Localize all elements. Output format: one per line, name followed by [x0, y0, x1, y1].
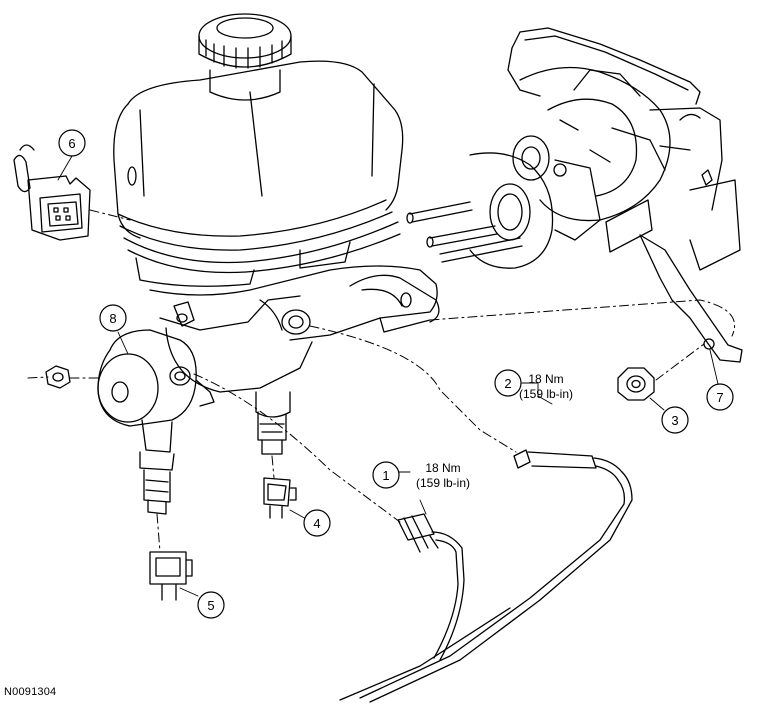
fluid-reservoir: [113, 60, 404, 287]
svg-text:(159 lb-in): (159 lb-in): [416, 476, 470, 490]
electrical-connector-6: [13, 144, 91, 241]
svg-text:1: 1: [382, 468, 389, 483]
brake-tube-2: [339, 449, 633, 703]
svg-text:18 Nm: 18 Nm: [528, 372, 563, 386]
pressure-switch: [139, 419, 175, 515]
svg-text:4: 4: [313, 516, 320, 531]
svg-text:7: 7: [716, 390, 723, 405]
svg-text:2: 2: [504, 376, 511, 391]
electrical-connector-4: [263, 477, 297, 519]
callout-6: 6: [58, 129, 86, 157]
svg-text:5: 5: [207, 598, 214, 613]
callout-7: 7: [706, 383, 734, 411]
svg-text:6: 6: [68, 136, 75, 151]
figure-id: N0091304: [4, 686, 57, 698]
reservoir-cap: [198, 13, 292, 101]
callout-circles: 6 8 2 1 3 7 4 5: [58, 129, 734, 619]
callout-3: 3: [661, 406, 689, 434]
callout-leader-lines: [57, 155, 719, 597]
torque-spec-1: 18 Nm (159 lb-in): [416, 461, 470, 490]
brake-tube-1: [397, 513, 465, 661]
callout-5: 5: [197, 591, 225, 619]
brake-fluid-sensor: [255, 391, 291, 455]
callout-2: 2: [494, 369, 522, 397]
callout-1: 1: [372, 461, 400, 489]
master-cylinder-body: [97, 265, 440, 427]
assembly-leader-lines: [27, 209, 736, 553]
svg-text:(159 lb-in): (159 lb-in): [519, 387, 573, 401]
svg-text:3: 3: [671, 413, 678, 428]
electrical-connector-5: [149, 551, 193, 601]
brake-booster-assembly: [507, 27, 743, 363]
svg-text:18 Nm: 18 Nm: [425, 461, 460, 475]
svg-text:8: 8: [109, 311, 116, 326]
nut-3: [617, 367, 655, 401]
callout-4: 4: [303, 509, 331, 537]
callout-8: 8: [99, 304, 127, 332]
torque-spec-2: 18 Nm (159 lb-in): [519, 372, 573, 401]
booster-front-shell: [406, 152, 601, 269]
nut-8: [45, 365, 71, 389]
